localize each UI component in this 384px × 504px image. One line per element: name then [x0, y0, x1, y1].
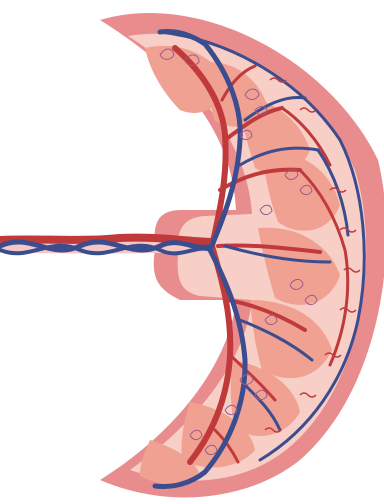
umbilical-cord	[0, 237, 215, 254]
